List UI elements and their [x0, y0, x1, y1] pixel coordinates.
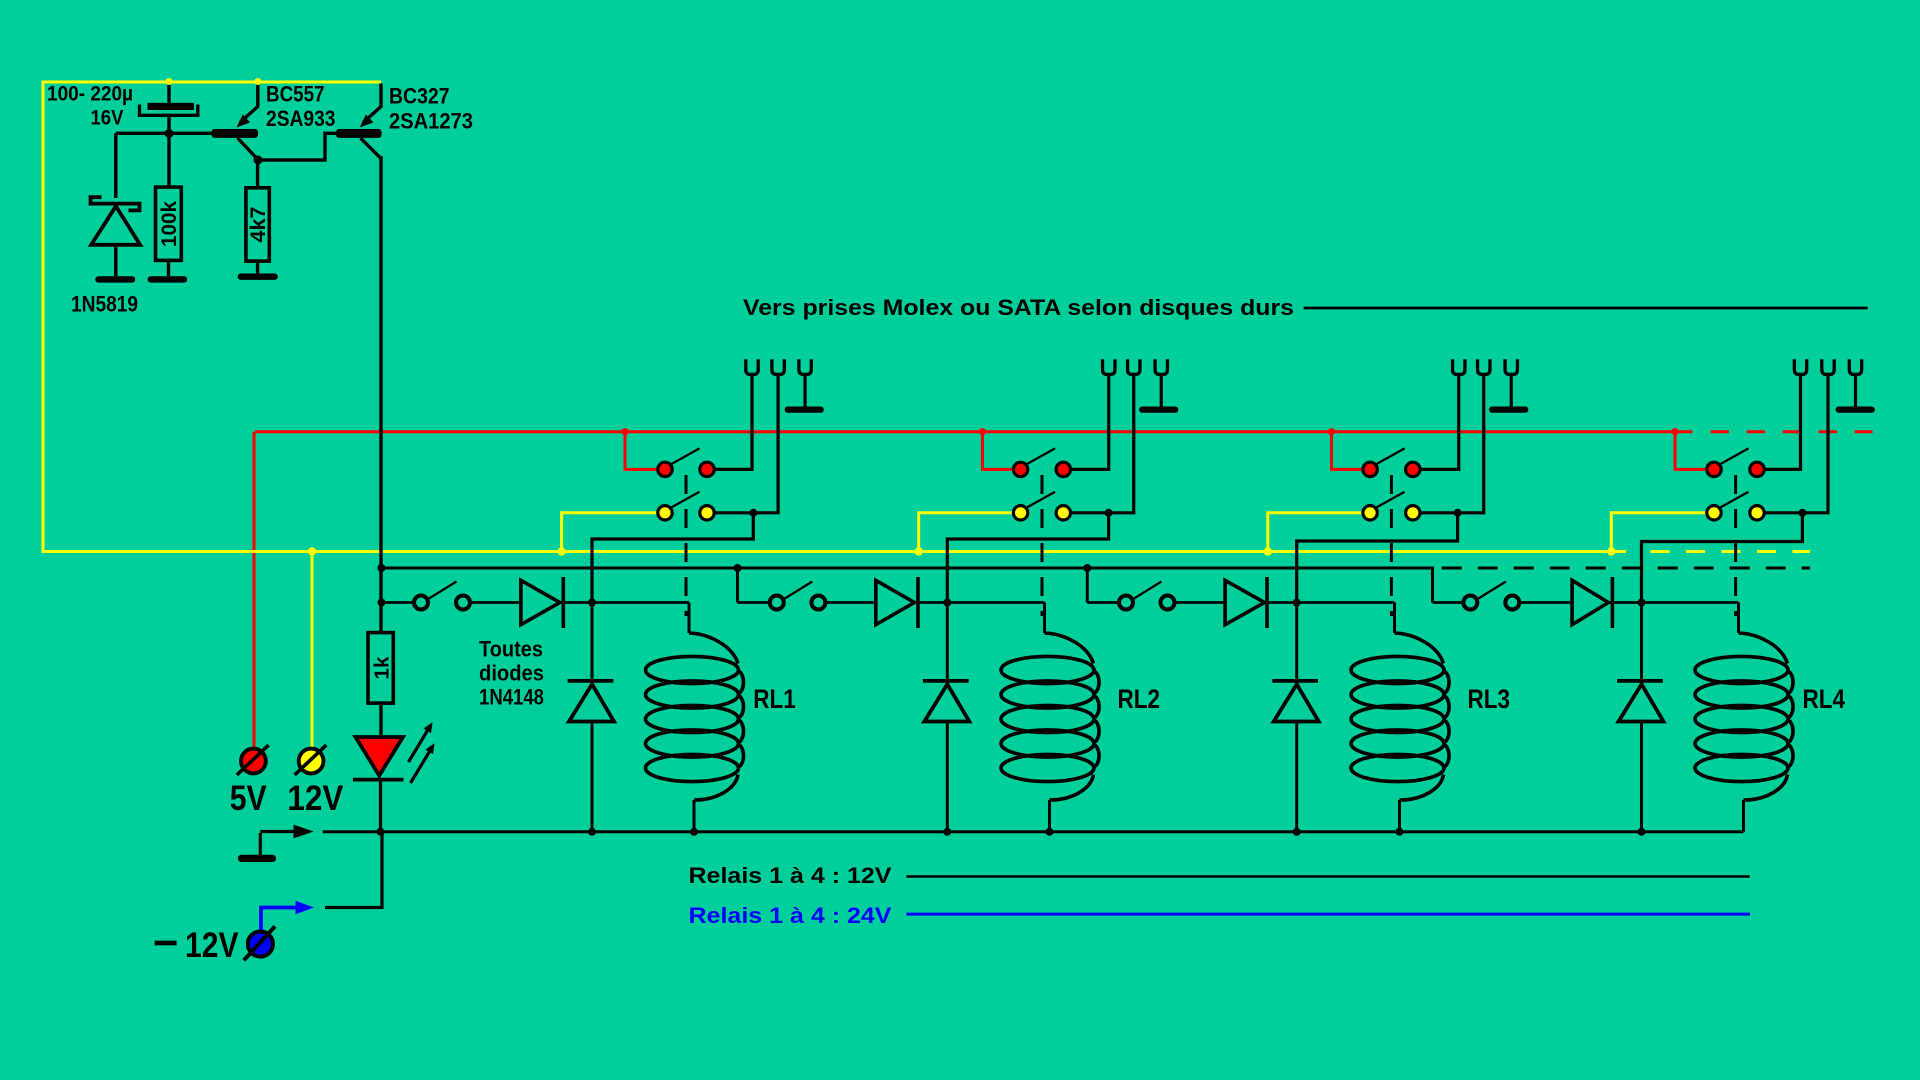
svg-text:5V: 5V	[230, 779, 268, 818]
svg-text:2SA1273: 2SA1273	[389, 109, 473, 134]
svg-text:Relais 1 à 4 : 24V: Relais 1 à 4 : 24V	[689, 903, 892, 928]
svg-text:RL2: RL2	[1118, 684, 1161, 714]
svg-text:12V: 12V	[185, 926, 239, 965]
svg-text:BC327: BC327	[389, 83, 450, 108]
svg-text:Relais 1 à 4 : 12V: Relais 1 à 4 : 12V	[689, 863, 892, 888]
svg-text:1k: 1k	[372, 656, 394, 680]
svg-text:4k7: 4k7	[247, 207, 270, 243]
svg-text:Vers prises Molex ou SATA selo: Vers prises Molex ou SATA selon disques …	[743, 295, 1294, 320]
svg-text:Toutes: Toutes	[479, 637, 543, 662]
svg-text:1N5819: 1N5819	[71, 292, 138, 317]
svg-text:RL3: RL3	[1468, 684, 1511, 714]
svg-text:BC557: BC557	[266, 81, 325, 106]
svg-text:1N4148: 1N4148	[479, 685, 544, 710]
svg-text:RL4: RL4	[1803, 684, 1846, 714]
svg-text:RL1: RL1	[753, 684, 796, 714]
svg-text:diodes: diodes	[479, 661, 544, 686]
svg-text:100k: 100k	[158, 201, 181, 247]
svg-text:2SA933: 2SA933	[266, 106, 336, 131]
svg-text:100- 220µ: 100- 220µ	[47, 83, 133, 106]
svg-text:12V: 12V	[287, 779, 344, 818]
svg-text:16V: 16V	[91, 106, 124, 129]
